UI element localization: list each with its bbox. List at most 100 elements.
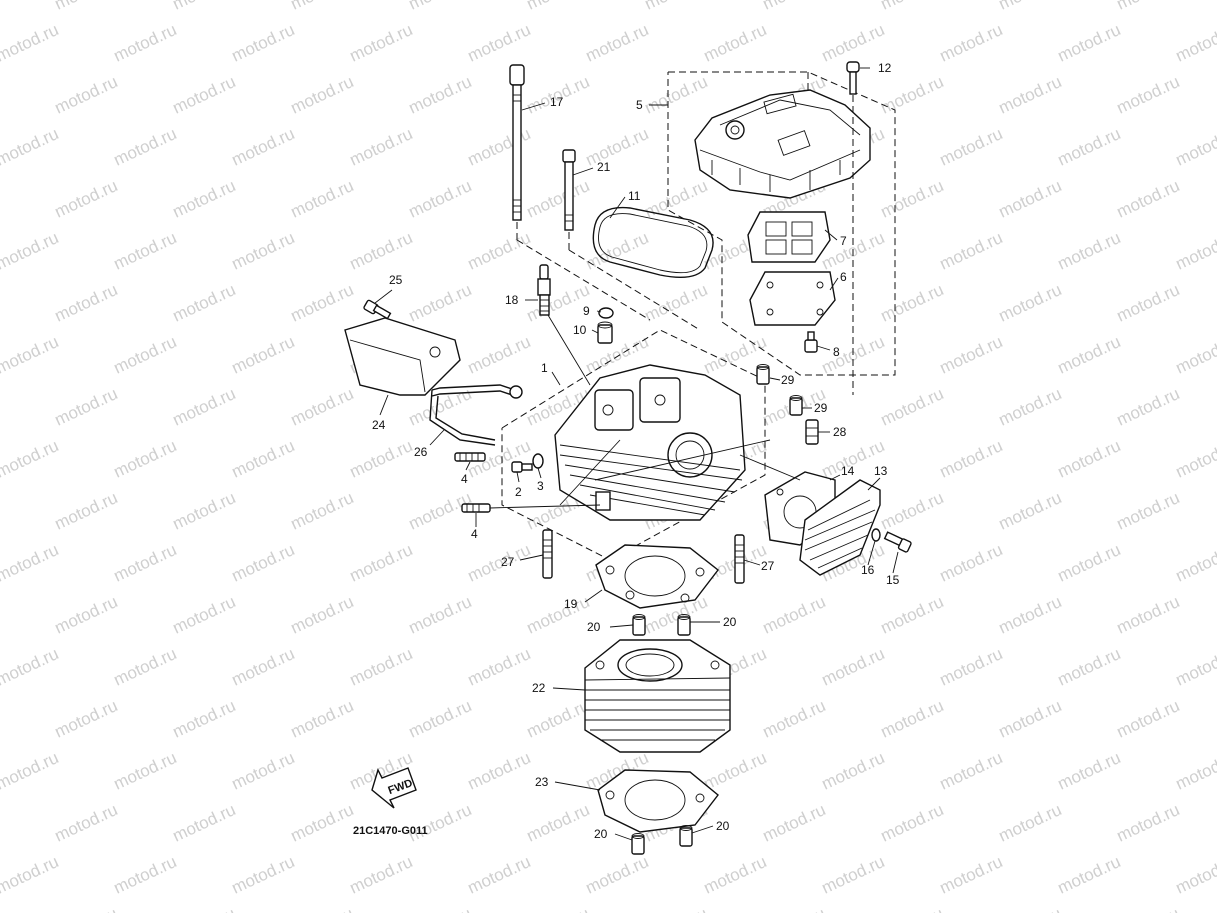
watermark-text: motod.ru <box>347 852 416 898</box>
watermark-text: motod.ru <box>465 644 534 690</box>
watermark-text: motod.ru <box>406 696 475 742</box>
part-17-stud-bolt <box>509 64 651 321</box>
watermark-text: motod.ru <box>229 228 298 274</box>
watermark-text: motod.ru <box>642 72 711 118</box>
watermark-text: motod.ru <box>642 0 711 14</box>
watermark-text: motod.ru <box>996 176 1065 222</box>
watermark-text: motod.ru <box>937 332 1006 378</box>
watermark-text: motod.ru <box>111 20 180 66</box>
watermark-text: motod.ru <box>406 72 475 118</box>
watermark-text: motod.ru <box>288 696 357 742</box>
watermark-text: motod.ru <box>52 904 121 913</box>
callout-7: 7 <box>840 234 847 248</box>
watermark-text: motod.ru <box>288 800 357 846</box>
part-22-cylinder <box>584 639 731 753</box>
watermark-text: motod.ru <box>1173 748 1217 794</box>
watermark-text: motod.ru <box>0 384 2 430</box>
watermark-text: motod.ru <box>701 852 770 898</box>
callout-6: 6 <box>840 270 847 284</box>
watermark-text: motod.ru <box>111 436 180 482</box>
watermark-text: motod.ru <box>0 72 2 118</box>
watermark-text: motod.ru <box>878 592 947 638</box>
part-15-bolt <box>883 531 912 553</box>
watermark-text: motod.ru <box>406 800 475 846</box>
part-23-base-gasket <box>597 769 719 833</box>
callout-4b: 4 <box>471 527 478 541</box>
watermark-text: motod.ru <box>524 696 593 742</box>
watermark-text: motod.ru <box>229 20 298 66</box>
callout-26: 26 <box>414 445 428 459</box>
watermark-text: motod.ru <box>229 748 298 794</box>
watermark-text: motod.ru <box>1114 72 1183 118</box>
watermark-text: motod.ru <box>937 124 1006 170</box>
watermark-text: motod.ru <box>465 748 534 794</box>
watermark-text: motod.ru <box>229 644 298 690</box>
watermark-text: motod.ru <box>1173 20 1217 66</box>
watermark-text: motod.ru <box>52 800 121 846</box>
callout-9: 9 <box>583 304 590 318</box>
watermark-text: motod.ru <box>760 0 829 14</box>
part-12-bolt <box>846 61 860 395</box>
watermark-text: motod.ru <box>111 124 180 170</box>
watermark-text: motod.ru <box>288 384 357 430</box>
watermark-text: motod.ru <box>465 124 534 170</box>
watermark-text: motod.ru <box>406 280 475 326</box>
watermark-text: motod.ru <box>170 800 239 846</box>
watermark-text: motod.ru <box>878 696 947 742</box>
watermark-text: motod.ru <box>170 696 239 742</box>
watermark-text: motod.ru <box>642 176 711 222</box>
watermark-text: motod.ru <box>1114 176 1183 222</box>
watermark-text: motod.ru <box>347 436 416 482</box>
part-4-stud-lower <box>461 503 601 513</box>
part-29-dowel-upper <box>756 364 770 385</box>
diagram-code: 21C1470-G011 <box>353 825 428 837</box>
watermark-text: motod.ru <box>878 800 947 846</box>
watermark-text: motod.ru <box>524 0 593 14</box>
callout-20a: 20 <box>587 620 601 634</box>
watermark-text: motod.ru <box>0 800 2 846</box>
part-10-sleeve <box>597 321 613 344</box>
watermark-text: motod.ru <box>524 592 593 638</box>
watermark-text: motod.ru <box>170 488 239 534</box>
watermark-text: motod.ru <box>819 20 888 66</box>
watermark-text: motod.ru <box>0 852 61 898</box>
watermark-text: motod.ru <box>878 384 947 430</box>
watermark-text: motod.ru <box>1114 488 1183 534</box>
part-9-o-ring <box>598 307 614 319</box>
part-28-stud <box>805 419 819 445</box>
watermark-text: motod.ru <box>937 748 1006 794</box>
watermark-text: motod.ru <box>760 800 829 846</box>
part-29-dowel-lower <box>789 395 803 416</box>
callout-20c: 20 <box>594 827 608 841</box>
part-25-bolt <box>363 299 392 320</box>
watermark-text: motod.ru <box>170 72 239 118</box>
callout-29b: 29 <box>814 401 828 415</box>
watermark-text: motod.ru <box>170 0 239 14</box>
watermark-text: motod.ru <box>878 904 947 913</box>
watermark-text: motod.ru <box>760 696 829 742</box>
watermark-text: motod.ru <box>229 540 298 586</box>
watermark-text: motod.ru <box>406 0 475 14</box>
watermark-text: motod.ru <box>760 904 829 913</box>
watermark-text: motod.ru <box>52 592 121 638</box>
watermark-text: motod.ru <box>878 176 947 222</box>
watermark-text: motod.ru <box>583 124 652 170</box>
watermark-text: motod.ru <box>170 176 239 222</box>
watermark-text: motod.ru <box>642 904 711 913</box>
watermark-text: motod.ru <box>996 800 1065 846</box>
watermark-text: motod.ru <box>52 280 121 326</box>
watermark-text: motod.ru <box>1114 0 1183 14</box>
callout-8: 8 <box>833 345 840 359</box>
watermark-text: motod.ru <box>937 20 1006 66</box>
watermark-text: motod.ru <box>0 696 2 742</box>
watermark-text: motod.ru <box>465 332 534 378</box>
part-20-dowel-upper-left <box>632 614 646 636</box>
callout-28: 28 <box>833 425 847 439</box>
watermark-text: motod.ru <box>1114 280 1183 326</box>
callout-16: 16 <box>861 563 875 577</box>
part-24-air-shroud <box>344 317 461 396</box>
watermark-text: motod.ru <box>0 20 61 66</box>
watermark-text: motod.ru <box>760 592 829 638</box>
watermark-text: motod.ru <box>996 696 1065 742</box>
callout-14: 14 <box>841 464 855 478</box>
